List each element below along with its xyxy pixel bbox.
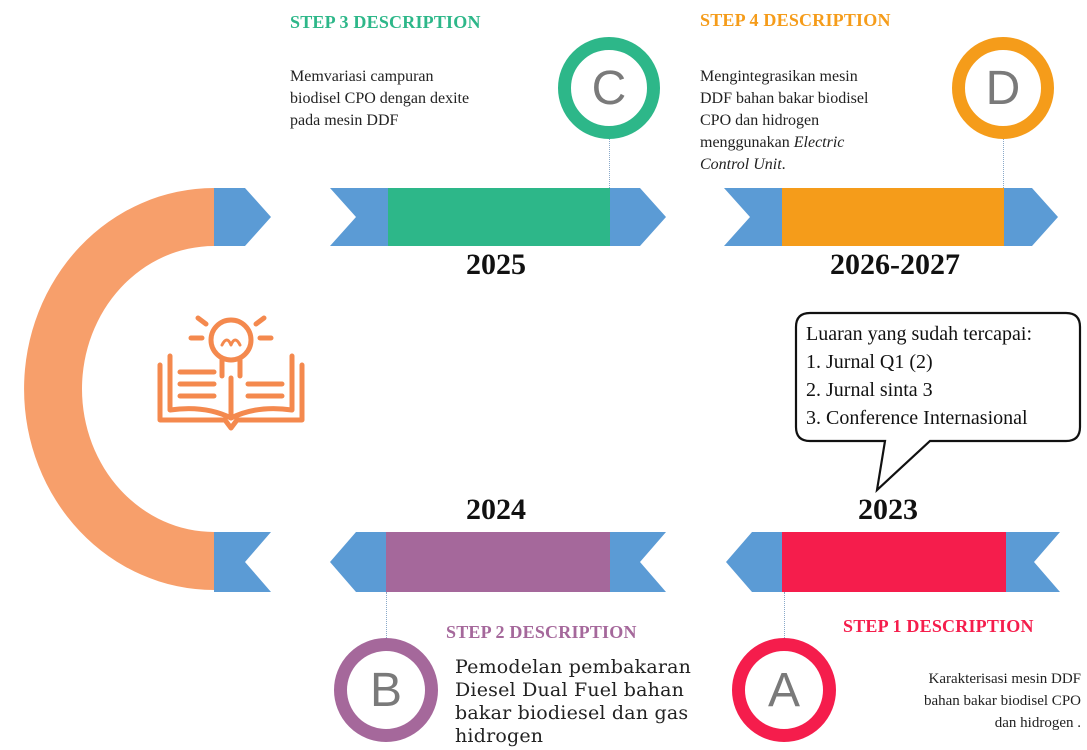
- arrow-head-2026: [1004, 188, 1058, 246]
- bar-step-3: [388, 188, 610, 246]
- bar-step-4: [782, 188, 1004, 246]
- step-4-desc-line: Control Unit.: [700, 154, 940, 176]
- step-3-title: STEP 3 DESCRIPTION: [290, 12, 481, 32]
- step-4-desc-line: Mengintegrasikan mesin: [700, 68, 858, 85]
- book-lightbulb-icon: [157, 315, 305, 431]
- step-2-desc-line: hidrogen: [455, 725, 544, 747]
- step-d-circle: D: [952, 37, 1054, 139]
- callout-bubble: [794, 311, 1082, 493]
- callout-title: Luaran yang sudah tercapai:: [806, 323, 1033, 345]
- year-2023: 2023: [858, 493, 918, 526]
- step-2-desc-line: bakar biodiesel dan gas: [455, 702, 689, 724]
- step-1-description: Karakterisasi mesin DDF bahan bakar biod…: [846, 668, 1081, 734]
- step-4-title: STEP 4 DESCRIPTION: [700, 10, 891, 30]
- arrow-tail-2024: [610, 532, 666, 592]
- arrow-head-2023: [726, 532, 782, 592]
- step-b-circle: B: [334, 638, 438, 742]
- step-2-desc-line: Pemodelan pembakaran: [455, 656, 692, 678]
- step-4-desc-line: menggunakan Electric: [700, 132, 940, 154]
- step-4-desc-line: DDF bahan bakar biodisel: [700, 90, 869, 107]
- arrow-head-2025: [610, 188, 666, 246]
- arrow-tail-2023: [1006, 532, 1060, 592]
- year-2025: 2025: [466, 248, 526, 281]
- connector-c: [609, 128, 610, 188]
- arrow-tip-bottom-left: [214, 532, 271, 592]
- step-d-letter: D: [985, 61, 1021, 115]
- step-4-desc-text: menggunakan: [700, 134, 794, 151]
- step-2-title: STEP 2 DESCRIPTION: [446, 622, 637, 642]
- arrow-tail-2026: [724, 188, 782, 246]
- callout-content: Luaran yang sudah tercapai: 1. Jurnal Q1…: [806, 320, 1032, 432]
- step-2-description: Pemodelan pembakaran Diesel Dual Fuel ba…: [455, 656, 725, 748]
- step-4-desc-italic: Control Unit: [700, 156, 782, 173]
- step-4-desc-text: .: [781, 156, 786, 173]
- year-2024: 2024: [466, 493, 526, 526]
- step-4-desc-line: CPO dan hidrogen: [700, 112, 820, 129]
- bar-step-1: [782, 532, 1006, 592]
- connector-d: [1003, 128, 1004, 188]
- callout-item: 2. Jurnal sinta 3: [806, 379, 933, 401]
- step-b-letter: B: [369, 663, 402, 717]
- step-1-desc-line: dan hidrogen .: [994, 715, 1081, 731]
- bar-step-2: [386, 532, 610, 592]
- roadmap-arc: [24, 188, 215, 590]
- step-1-desc-line: Karakterisasi mesin DDF: [928, 671, 1081, 687]
- step-a-letter: A: [767, 663, 800, 717]
- step-1-title: STEP 1 DESCRIPTION: [843, 616, 1034, 636]
- callout-item: 1. Jurnal Q1 (2): [806, 351, 933, 373]
- year-2026-2027: 2026-2027: [830, 248, 960, 281]
- step-4-desc-italic: Electric: [793, 134, 845, 151]
- arrow-head-2024: [330, 532, 386, 592]
- step-c-circle: C: [558, 37, 660, 139]
- connector-b: [386, 592, 387, 642]
- step-3-desc-line: pada mesin DDF: [290, 112, 399, 129]
- step-3-desc-line: Memvariasi campuran: [290, 68, 434, 85]
- step-c-letter: C: [591, 61, 627, 115]
- step-3-description: Memvariasi campuran biodisel CPO dengan …: [290, 66, 540, 132]
- step-3-desc-line: biodisel CPO dengan dexite: [290, 90, 470, 107]
- arrow-tail-2025: [330, 188, 388, 246]
- callout-item: 3. Conference Internasional: [806, 407, 1028, 429]
- step-4-description: Mengintegrasikan mesin DDF bahan bakar b…: [700, 66, 940, 176]
- connector-a: [784, 592, 785, 642]
- arrow-tip-top-left: [214, 188, 271, 246]
- step-1-desc-line: bahan bakar biodisel CPO: [923, 693, 1081, 709]
- step-2-desc-line: Diesel Dual Fuel bahan: [455, 679, 685, 701]
- step-a-circle: A: [732, 638, 836, 742]
